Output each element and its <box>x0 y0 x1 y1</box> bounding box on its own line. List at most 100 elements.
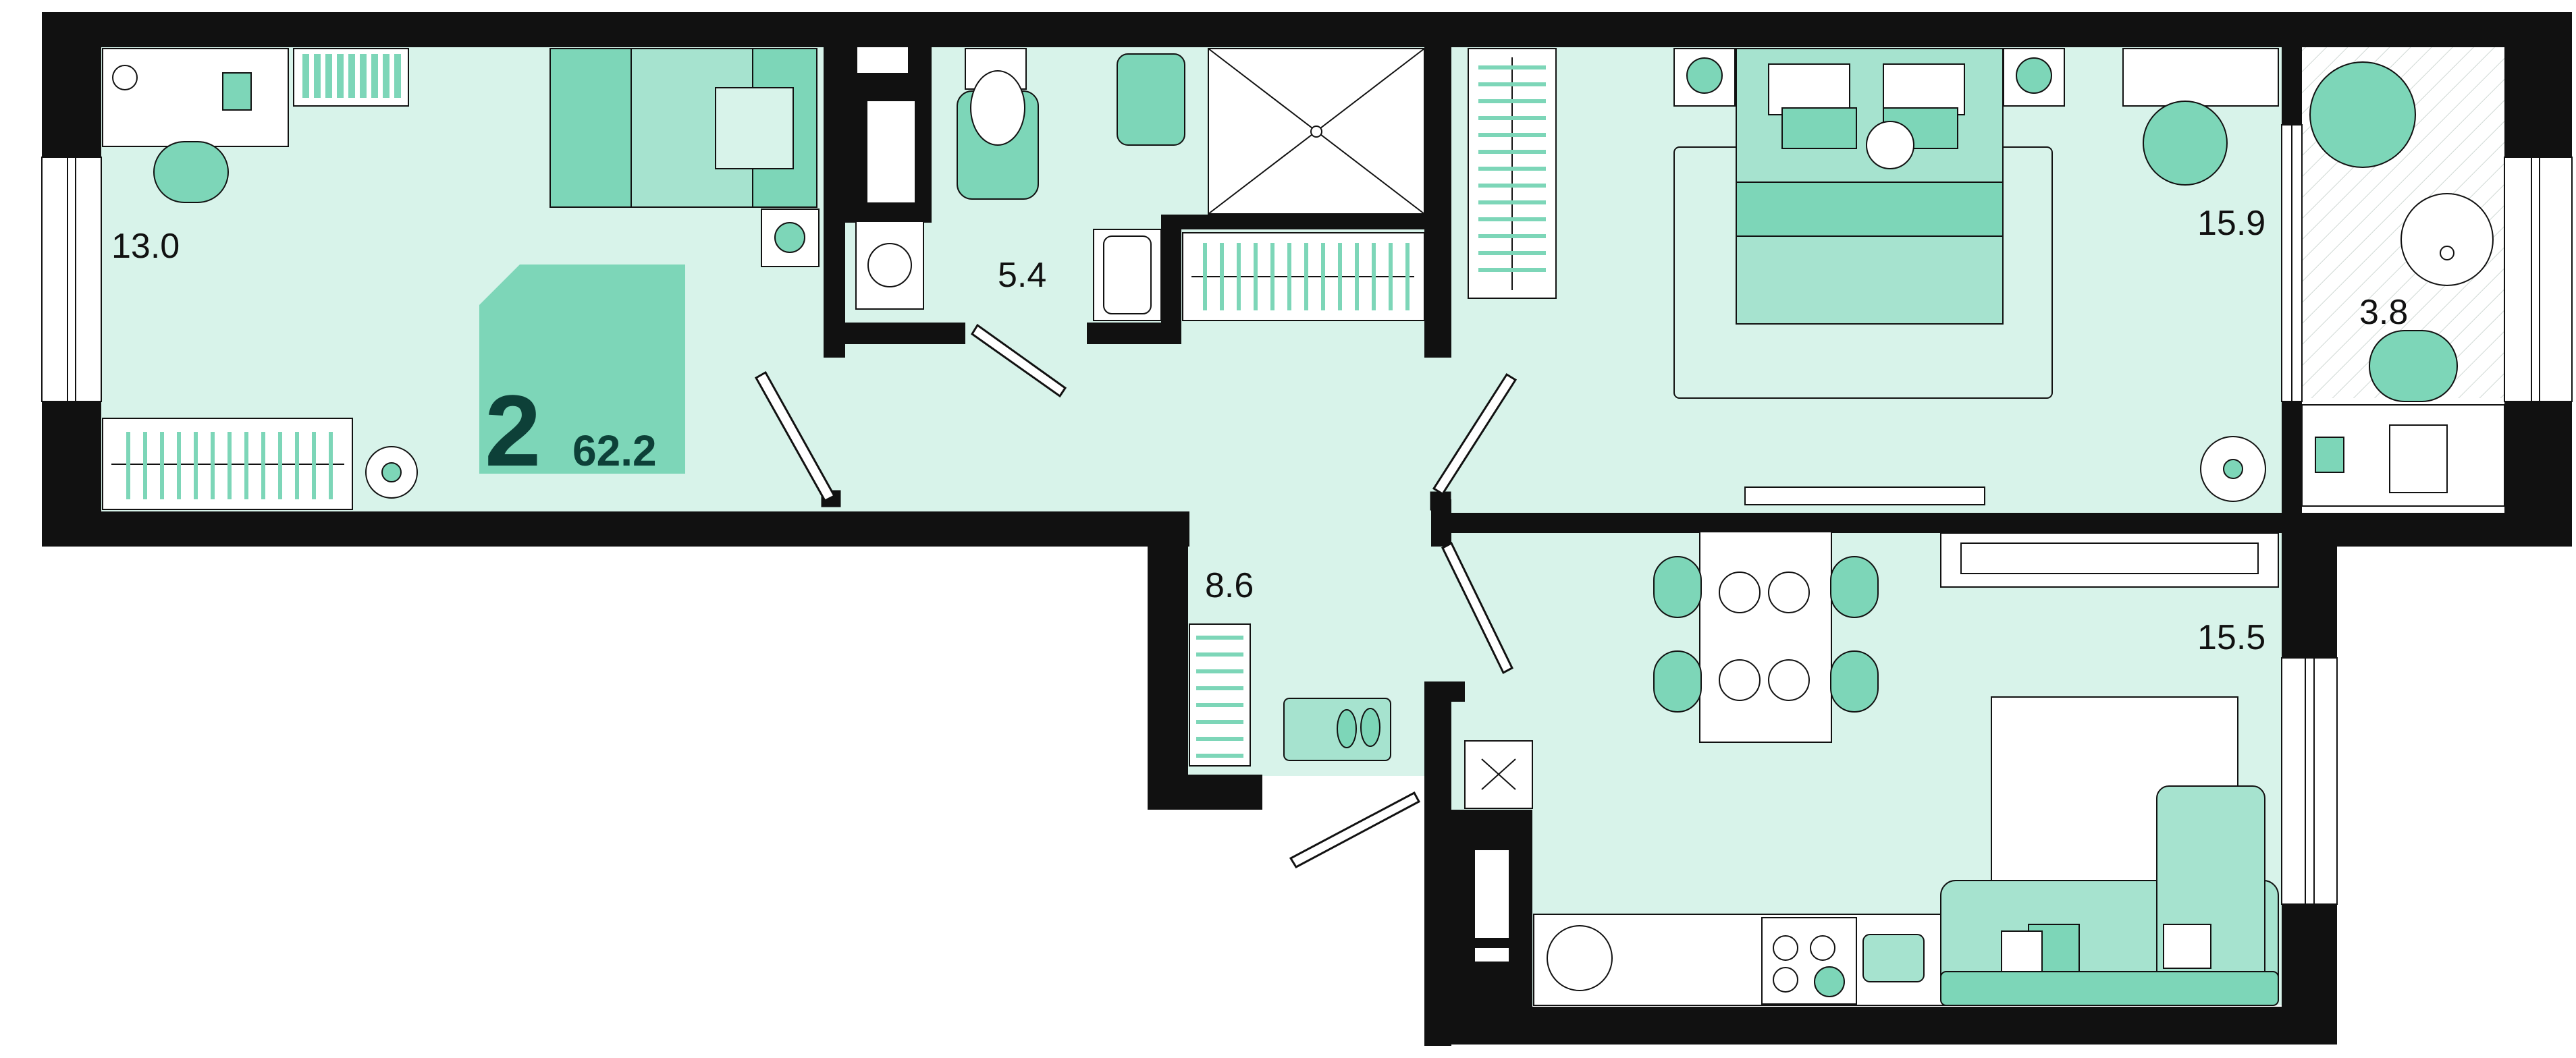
wall-balcony-partition-bottom <box>2282 401 2302 516</box>
badge-bg <box>479 264 685 474</box>
wall-hall-left <box>1148 511 1188 808</box>
desk-book-icon <box>222 72 252 111</box>
wall-hall-bottom <box>1148 775 1262 810</box>
hallway-furniture <box>1189 623 1391 767</box>
apartment-badge: 2 62.2 <box>479 264 685 487</box>
wall-kitchen-left-stub <box>1424 681 1465 702</box>
sofa-cushion-2-icon <box>2163 924 2211 969</box>
room-area-bedroom-right: 15.9 <box>2197 204 2265 243</box>
stove <box>1761 917 1857 1005</box>
wall-right-upper-k <box>2282 533 2337 658</box>
washing-machine-drum-icon <box>867 243 912 287</box>
wall-balcony-bottom <box>2282 513 2572 547</box>
laptop-icon <box>2389 424 2448 493</box>
window-kitchen <box>2281 657 2338 905</box>
doors <box>754 323 1518 868</box>
kitchen-shaft-hole-2 <box>1475 948 1509 962</box>
double-bed-blanket <box>1736 182 2004 237</box>
door-entrance[interactable] <box>1289 791 1421 868</box>
single-bed-pillow <box>715 87 794 169</box>
floor-hallway <box>824 324 1451 520</box>
bed-pillow-right-icon <box>1883 63 1965 115</box>
nightstand-right-lamp-icon <box>2016 57 2052 94</box>
wall-bottom-left <box>42 511 1189 547</box>
shoe-rack-slats <box>1196 636 1243 758</box>
dining-chair-tr <box>1830 556 1879 618</box>
shaft-hole-1 <box>857 47 908 73</box>
dining-table <box>1699 531 1832 743</box>
room-area-hallway: 8.6 <box>1205 566 1254 605</box>
bookshelf-books <box>302 54 401 98</box>
bedroom-right-furniture <box>1468 48 2279 505</box>
sofa-cushion-3-icon <box>2001 930 2043 972</box>
door-kitchen[interactable] <box>1441 541 1513 675</box>
walls <box>42 12 2572 1046</box>
desk-plant-icon <box>112 65 138 90</box>
kitchen-living-furniture <box>1464 531 2279 1006</box>
bath-mat <box>1117 53 1185 146</box>
plate-icon <box>1719 572 1761 613</box>
bed-cushion-left-icon <box>1781 107 1857 149</box>
bed-pillow-left-icon <box>1768 63 1850 115</box>
wall-kitchen-left <box>1424 681 1451 1046</box>
stove-burner-icon <box>1773 935 1798 961</box>
toilet-bowl <box>970 70 1025 146</box>
wall-bath-left <box>824 47 845 358</box>
shower-drain-icon <box>1310 126 1322 138</box>
wardrobe-right-hangers <box>1478 65 1546 272</box>
kitchen-shaft-hole-1 <box>1475 850 1509 938</box>
bed-flowers-icon <box>1866 121 1914 169</box>
wall-bottom-right <box>1424 1007 2336 1045</box>
cutting-board-icon <box>1862 934 1925 982</box>
room-labels: 13.0 5.4 8.6 15.9 3.8 15.5 <box>111 204 2408 657</box>
door-bathroom[interactable] <box>970 323 1067 398</box>
notebook-icon <box>2315 437 2344 473</box>
wall-bath-inner-v <box>1161 215 1181 344</box>
wall-kitchen-top <box>1451 513 2336 533</box>
room-area-balcony: 3.8 <box>2359 293 2408 332</box>
shoe-rack <box>1189 623 1251 767</box>
sofa-back <box>1940 971 2279 1006</box>
dining-chair-br <box>1830 650 1879 713</box>
balcony-furniture <box>2301 61 2505 507</box>
desk <box>102 48 289 147</box>
badge-rooms: 2 <box>485 374 541 487</box>
shaft-hole-2 <box>867 101 915 202</box>
washing-machine <box>855 221 924 310</box>
bedroom-left-furniture <box>102 48 820 510</box>
balcony-armchair <box>2309 61 2416 168</box>
wall-left-upper <box>42 12 101 157</box>
room-area-bedroom-left: 13.0 <box>111 227 180 266</box>
bathroom-furniture <box>855 48 1425 321</box>
slippers-icon <box>1337 709 1357 748</box>
balcony-table <box>2400 193 2494 286</box>
kitchen-sink-icon <box>1547 925 1613 991</box>
wall-right-top <box>2504 12 2572 157</box>
wall-bath-right <box>1424 47 1451 358</box>
lamp-icon <box>774 222 805 253</box>
wall-right-lower <box>2282 904 2337 1045</box>
wall-top <box>42 12 2513 47</box>
wall-bath-inner-h <box>1161 215 1431 229</box>
windows <box>41 124 2573 905</box>
window-right-balcony <box>2504 157 2573 402</box>
pot-icon <box>1814 966 1845 997</box>
dining-chair-bl <box>1653 650 1702 713</box>
vanity-table <box>2122 48 2279 107</box>
room-area-bathroom: 5.4 <box>998 256 1046 295</box>
room-area-kitchen-living: 15.5 <box>2197 618 2265 657</box>
hall-wardrobe-hangers <box>1203 243 1410 310</box>
badge-total-area: 62.2 <box>572 426 657 475</box>
door-bedroom-left[interactable] <box>754 370 841 507</box>
dining-chair-tl <box>1653 556 1702 618</box>
door-bedroom-right[interactable] <box>1430 372 1518 511</box>
vanity-stool <box>2143 101 2228 186</box>
window-left <box>41 157 102 402</box>
desk-chair-icon <box>153 141 229 203</box>
balcony-chair <box>2369 330 2458 402</box>
wall-balcony-partition-top <box>2282 47 2302 125</box>
wardrobe-hangers <box>126 432 333 499</box>
nightstand-left-lamp-icon <box>1686 57 1723 94</box>
wall-bath-bottom-left <box>824 323 965 344</box>
